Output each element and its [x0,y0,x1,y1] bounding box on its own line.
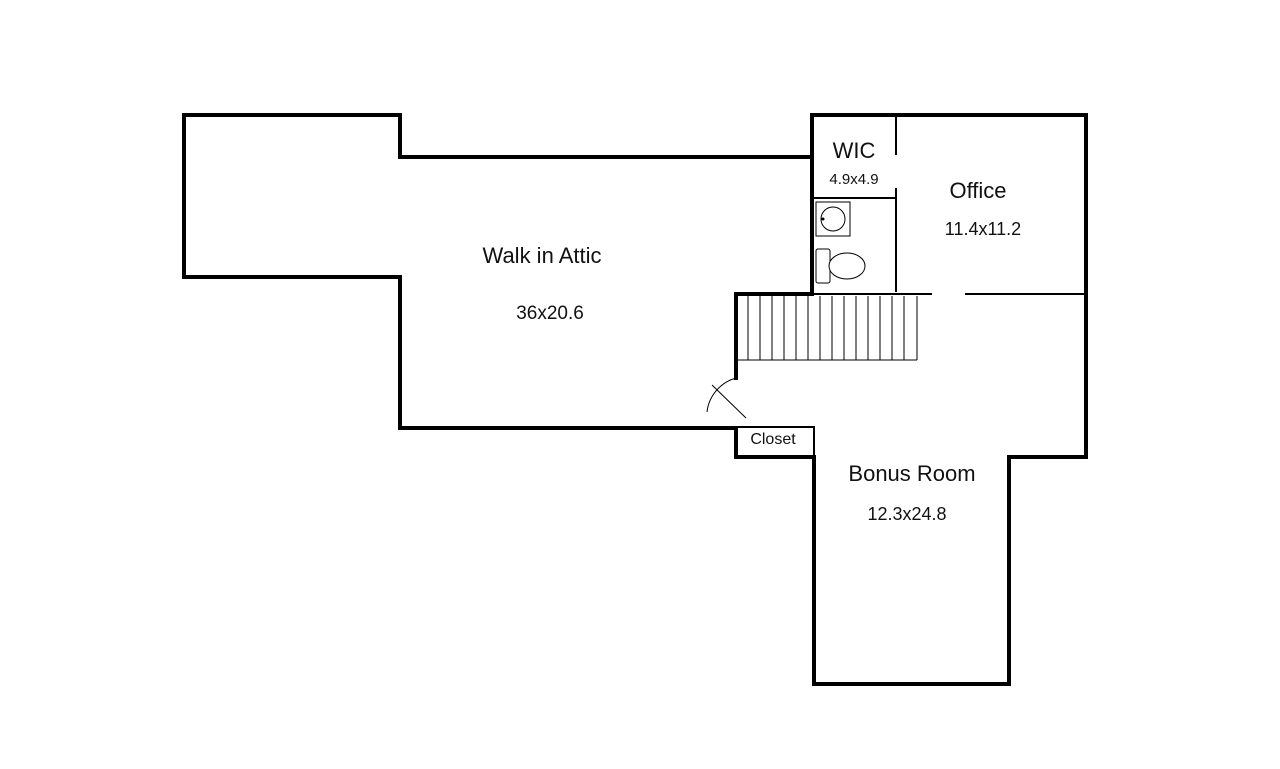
attic-name: Walk in Attic [483,243,602,268]
right-block-wall [734,113,1088,686]
closet-wall [736,426,815,456]
stair-wall [734,292,814,380]
wic-size: 4.9x4.9 [829,171,878,188]
office-name: Office [949,178,1006,203]
bonus-size: 12.3x24.8 [867,504,946,524]
sink-icon [815,201,851,237]
wic-name: WIC [833,138,876,163]
attic-wall [182,113,814,430]
closet-name: Closet [750,431,796,448]
toilet-icon [815,248,866,284]
stairs-icon [738,296,918,361]
office-size: 11.4x11.2 [945,219,1021,239]
door-swing-icon [706,377,747,419]
bonus-name: Bonus Room [848,461,975,486]
attic-size: 36x20.6 [516,303,584,324]
